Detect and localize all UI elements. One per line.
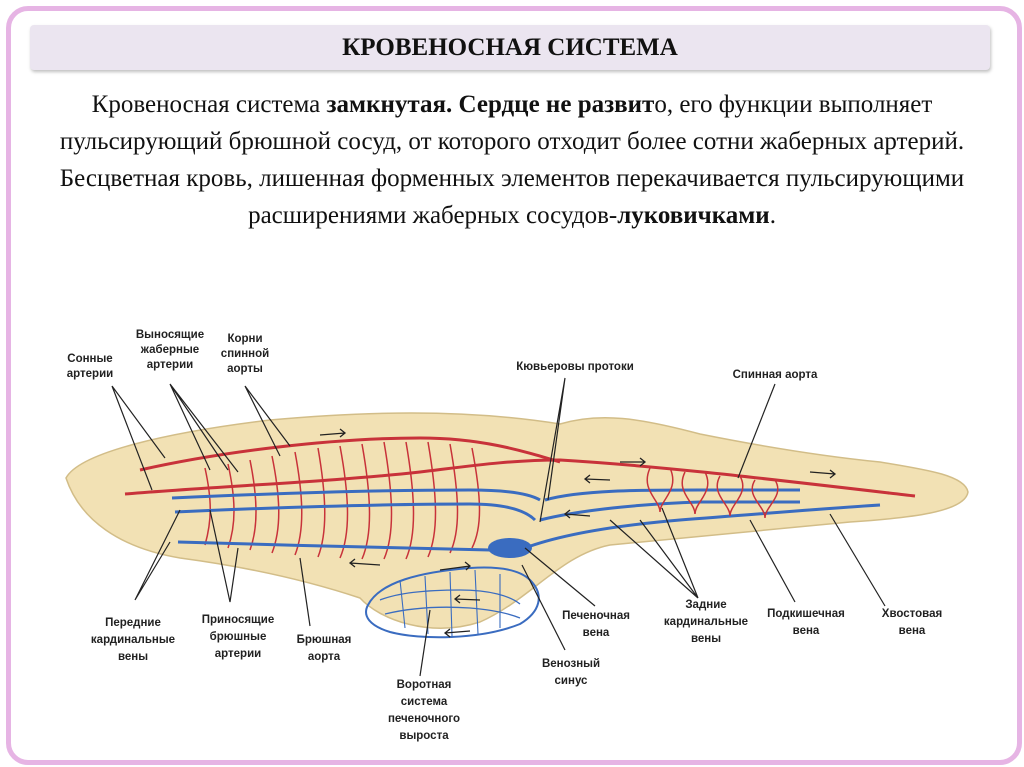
anterior-cardinal-vein-2: [174, 502, 537, 522]
leader-lines: [111, 377, 886, 677]
bulbils: [646, 467, 779, 519]
text-part-2: о, его функции выполняет пульсирующий бр…: [59, 91, 965, 155]
fish-body: [65, 412, 969, 629]
dorsal-aorta: [124, 458, 916, 498]
text-part-1: Кровеносная система: [91, 91, 327, 118]
hepatic-portal-system: [365, 566, 540, 639]
carotid-artery-upper: [139, 436, 561, 472]
subintestinal-vein: [524, 503, 881, 550]
posterior-cardinal-vein-2: [539, 500, 800, 522]
posterior-cardinal-vein-1: [544, 488, 800, 502]
text-bold-1: замкнутая. Сердце не развит: [326, 91, 655, 118]
text-part-4: .: [769, 202, 776, 229]
arteries: [124, 436, 916, 498]
text-bold-2: луковичками: [617, 202, 770, 229]
text-part-3: Бесцветная кровь, лишенная форменных эле…: [59, 165, 965, 229]
label-spinnaya: Спинная аорта: [733, 369, 818, 381]
venous-sinus: [488, 538, 532, 558]
anterior-cardinal-vein-1: [171, 488, 541, 502]
slide-title: КРОВЕНОСНАЯ СИСТЕМА: [342, 34, 678, 61]
flow-arrows: [319, 428, 837, 638]
label-kyuvierovy: Кювьеровы протоки: [516, 361, 634, 373]
description-paragraph: Кровеносная система замкнутая. Сердце не…: [40, 86, 984, 234]
title-bar: КРОВЕНОСНАЯ СИСТЕМА: [30, 25, 990, 70]
slide-frame: [6, 6, 1022, 765]
